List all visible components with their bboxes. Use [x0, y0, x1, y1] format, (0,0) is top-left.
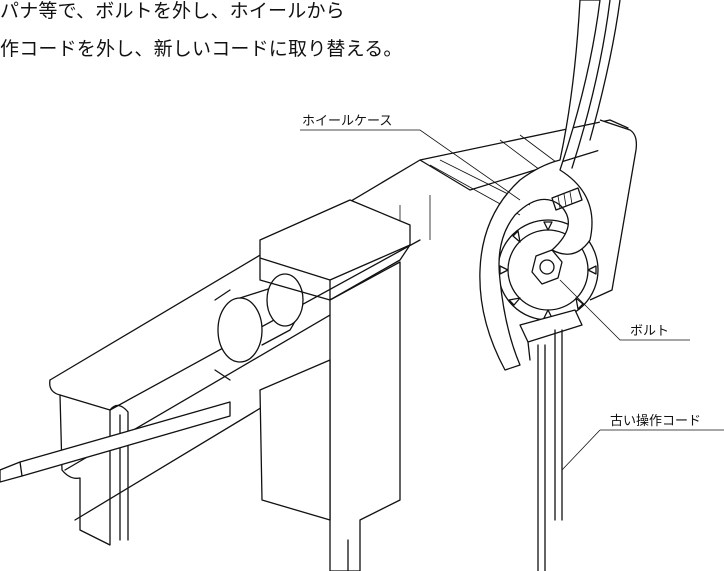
square-shaft [0, 401, 231, 483]
label-old-cord: 古い操作コード [610, 413, 701, 429]
operating-cords [537, 329, 563, 571]
wrench [479, 0, 621, 371]
cord-drums [214, 273, 304, 381]
instruction-line-1: パナ等で、ボルトを外し、ホイールから [0, 0, 345, 22]
instruction-line-2: 作コードを外し、新しいコードに取り替える。 [0, 38, 403, 60]
label-bolt: ボルト [630, 324, 669, 339]
leader-lines [300, 129, 724, 471]
front-slat [259, 261, 401, 571]
label-wheel-case: ホイールケース [302, 114, 392, 129]
center-bracket [259, 199, 411, 301]
